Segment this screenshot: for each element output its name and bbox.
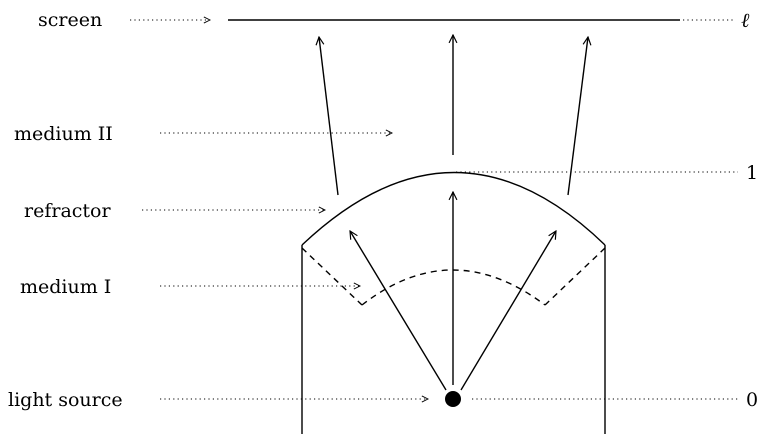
refractor-curve: [301, 171, 606, 246]
ray-inner-left: [350, 231, 447, 391]
light-source-dot: [445, 391, 461, 407]
label-refractor: refractor: [24, 200, 111, 222]
medium-i-boundary-left: [301, 247, 363, 306]
marker-refractor-level: 1: [746, 162, 758, 184]
medium-i-boundary-right: [544, 247, 606, 306]
label-light-source: light source: [8, 389, 123, 411]
label-screen: screen: [38, 9, 102, 31]
marker-screen-level: ℓ: [741, 8, 750, 32]
label-medium-i: medium I: [20, 276, 111, 298]
marker-source-level: 0: [746, 389, 758, 411]
ray-inner-right: [460, 231, 556, 391]
ray-outer-left: [319, 37, 339, 196]
label-medium-ii: medium II: [14, 123, 113, 145]
ray-outer-right: [567, 37, 588, 196]
